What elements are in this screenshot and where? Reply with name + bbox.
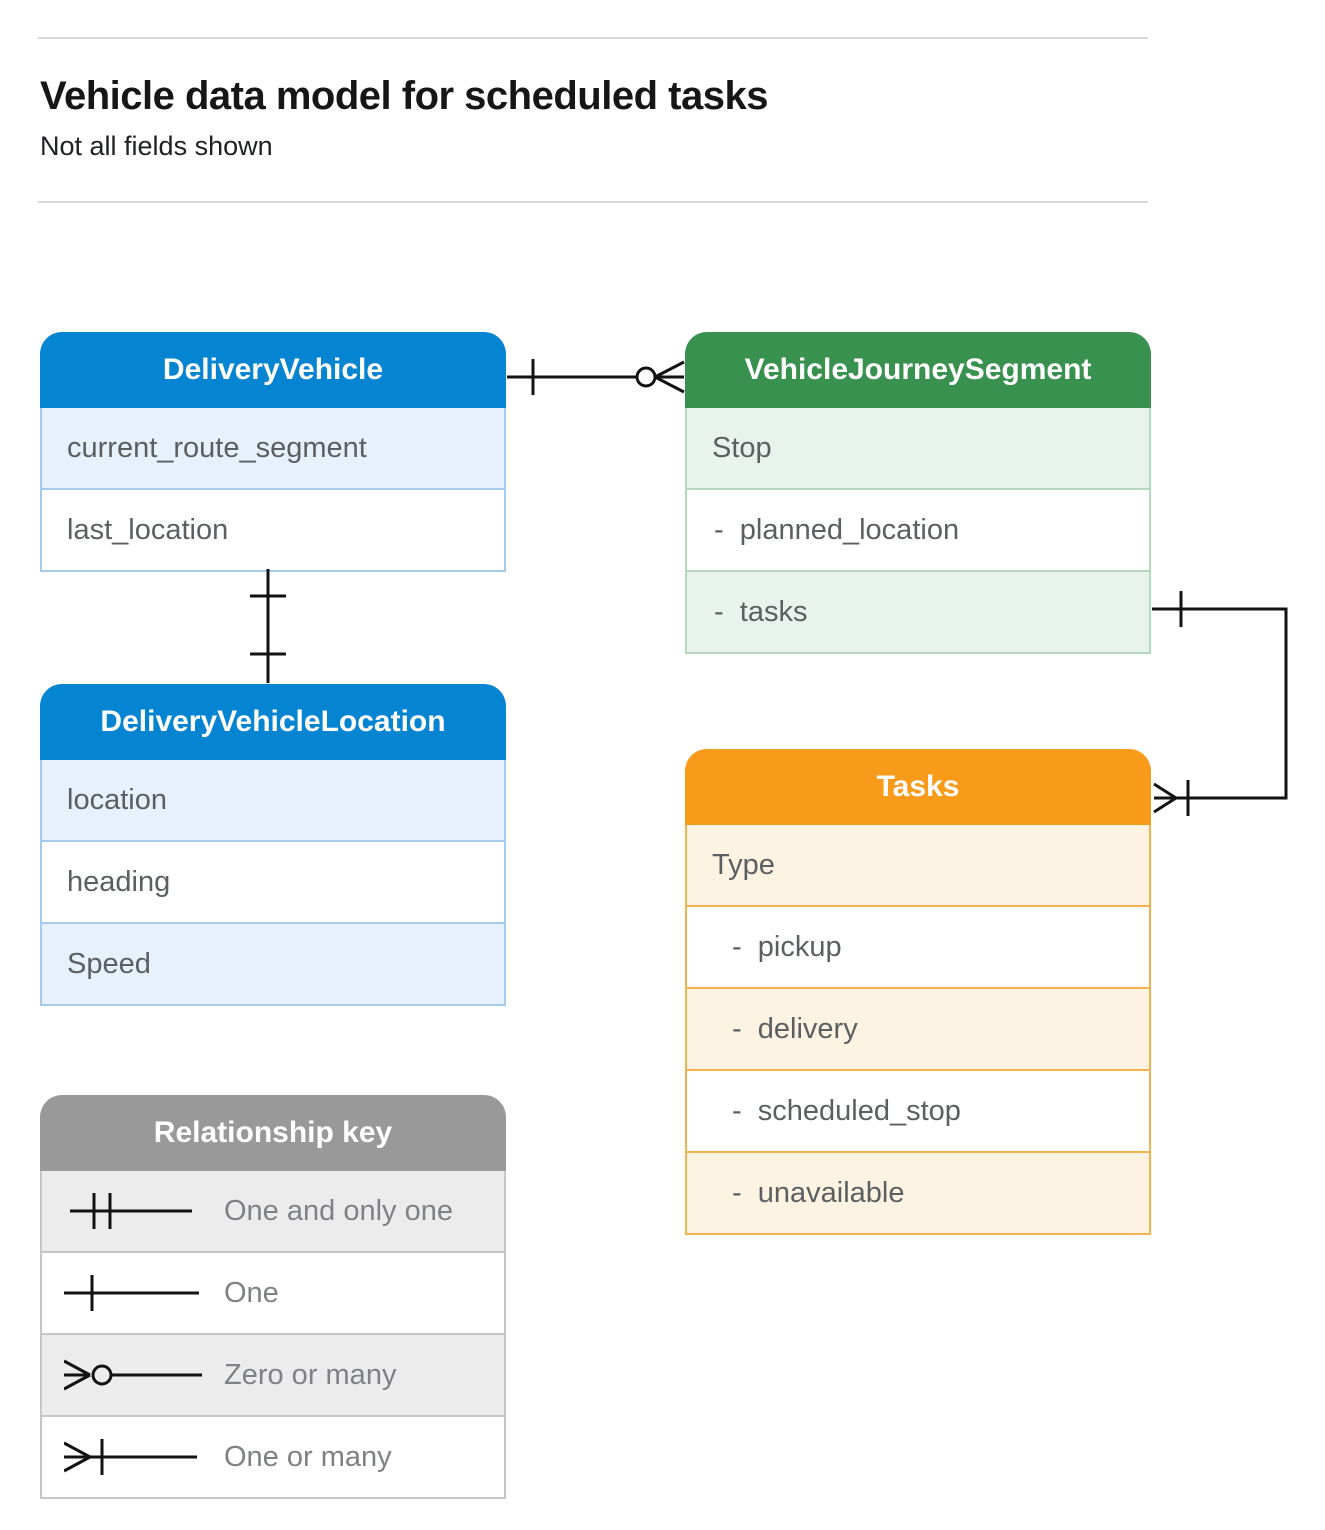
entity-table-deliveryvehicle: DeliveryVehicle current_route_segment la… [40,332,506,572]
table-row: last_location [42,488,504,570]
connector-deliveryvehicle-to-deliveryvehiclelocation [250,569,286,683]
legend-row: One [42,1251,504,1333]
legend-label: One and only one [224,1194,453,1227]
table-body: One and only one One Zero or many [40,1171,506,1499]
table-row: Type [687,825,1149,905]
table-row: Speed [42,922,504,1004]
table-body: Stop - planned_location - tasks [685,408,1151,654]
table-title: Tasks [685,749,1151,825]
table-row: - tasks [687,570,1149,652]
connector-deliveryvehicle-to-vehiclejourneysegment [507,359,685,395]
table-row: Stop [687,408,1149,488]
bottom-divider [38,201,1148,203]
legend-row: One and only one [42,1171,504,1251]
table-row: heading [42,840,504,922]
zero-or-many-icon [64,1359,202,1391]
table-row: - pickup [687,905,1149,987]
one-and-only-one-icon [70,1193,192,1229]
table-body: current_route_segment last_location [40,408,506,572]
table-title: DeliveryVehicle [40,332,506,408]
entity-table-tasks: Tasks Type - pickup - delivery - schedul… [685,749,1151,1235]
entity-table-vehiclejourneysegment: VehicleJourneySegment Stop - planned_loc… [685,332,1151,654]
relationship-key-table: Relationship key One and only one One [40,1095,506,1499]
table-row: current_route_segment [42,408,504,488]
page-subtitle: Not all fields shown [40,131,273,161]
table-body: location heading Speed [40,760,506,1006]
table-row: - delivery [687,987,1149,1069]
connector-vehiclejourneysegment-tasks-to-tasks [1152,591,1288,816]
table-title: VehicleJourneySegment [685,332,1151,408]
page-title: Vehicle data model for scheduled tasks [40,74,768,118]
legend-label: Zero or many [224,1358,397,1391]
table-row: location [42,760,504,840]
entity-table-deliveryvehiclelocation: DeliveryVehicleLocation location heading… [40,684,506,1006]
table-row: - unavailable [687,1151,1149,1233]
legend-label: One [224,1276,279,1309]
top-divider [38,37,1148,39]
one-or-many-icon [64,1439,197,1475]
table-title: Relationship key [40,1095,506,1171]
legend-row: Zero or many [42,1333,504,1415]
table-row: - scheduled_stop [687,1069,1149,1151]
legend-row: One or many [42,1415,504,1497]
table-row: - planned_location [687,488,1149,570]
table-body: Type - pickup - delivery - scheduled_sto… [685,825,1151,1235]
table-title: DeliveryVehicleLocation [40,684,506,760]
legend-label: One or many [224,1440,392,1473]
one-icon [64,1275,199,1311]
